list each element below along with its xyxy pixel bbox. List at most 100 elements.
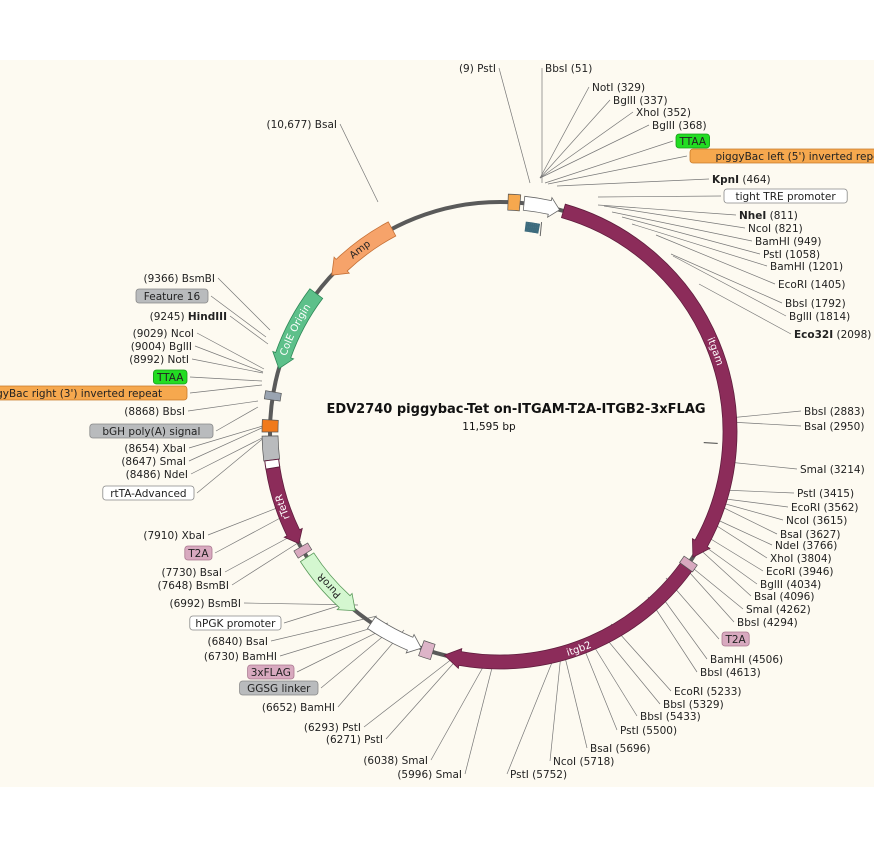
leader-line (190, 435, 267, 475)
rtetr-arrow (265, 466, 303, 545)
label-xho352: XhoI (352) (636, 107, 691, 119)
label-nco9029: (9029) NcoI (133, 328, 194, 340)
tre-operator-bar (532, 222, 537, 233)
leader-line (188, 424, 267, 449)
feature-label-box (102, 485, 195, 501)
tre-operator-bar (528, 222, 533, 233)
rtta-marker (264, 458, 281, 470)
feature-label-box (723, 188, 848, 204)
label-ttaa1: TTAA (675, 133, 710, 149)
leader-line (214, 515, 285, 554)
feature-label-text: GGSG linker (247, 683, 311, 695)
site-label: Eco32I (2098) (794, 329, 871, 341)
label-not8992: (8992) NotI (129, 354, 189, 366)
label-flag: 3xFLAG (247, 664, 295, 680)
site-label: EcoRI (3946) (766, 566, 833, 578)
leader-line (729, 421, 802, 427)
bgh-box (261, 435, 281, 462)
feature-label-box (247, 664, 295, 680)
label-eco1405: EcoRI (1405) (778, 279, 845, 291)
leader-line (693, 543, 752, 597)
tre-operator-bar (534, 223, 539, 234)
label-pbr: piggyBac right (3') inverted repeat (0, 385, 188, 401)
site-label: EcoRI (5233) (674, 686, 741, 698)
leader-line (207, 505, 283, 536)
site-label: PstI (5500) (620, 725, 677, 737)
leader-line (187, 400, 259, 412)
leader-line (339, 123, 379, 203)
label-feat16: Feature 16 (135, 288, 209, 304)
site-label: (6652) BamHI (262, 702, 335, 714)
label-bsa10677: (10,677) BsaI (267, 119, 337, 131)
label-eco2098: Eco32I (2098) (794, 329, 871, 341)
site-label: (8992) NotI (129, 354, 189, 366)
leader-line (549, 653, 562, 762)
label-sma5996: (5996) SmaI (397, 769, 462, 781)
leader-line (563, 652, 588, 749)
site-name: HindIII (188, 311, 227, 323)
label-nco5718: NcoI (5718) (553, 756, 614, 768)
tre-operator-bar (524, 221, 529, 232)
leader-line (599, 630, 661, 705)
feature-label-text: TTAA (156, 372, 184, 384)
label-bbs2883: BbsI (2883) (804, 406, 865, 418)
leader-line (191, 358, 264, 374)
site-label: (9245) HindIII (150, 311, 227, 323)
label-bgl9004: (9004) BglII (131, 341, 192, 353)
leader-line (621, 216, 761, 255)
feature-label-text: T2A (724, 634, 746, 646)
site-label: BglII (337) (613, 95, 668, 107)
label-not329: NotI (329) (592, 82, 645, 94)
leader-line (196, 332, 265, 370)
label-bsa4096: BsaI (4096) (754, 591, 814, 603)
site-label: BsaI (4096) (754, 591, 814, 603)
label-bsa6840: (6840) BsaI (208, 636, 268, 648)
label-pst5500: PstI (5500) (620, 725, 677, 737)
leader-line (544, 140, 674, 184)
site-label: (6840) BsaI (208, 636, 268, 648)
label-bsa3627: BsaI (3627) (780, 529, 840, 541)
site-label: (6293) PstI (304, 722, 361, 734)
leader-line (189, 376, 263, 382)
site-label: (6271) PstI (326, 734, 383, 746)
site-label: SmaI (4262) (746, 604, 811, 616)
leader-line (670, 253, 783, 304)
label-pbl: piggyBac left (5') inverted repeat (689, 148, 874, 164)
label-bam4506: BamHI (4506) (710, 654, 783, 666)
label-sma4262: SmaI (4262) (746, 604, 811, 616)
site-label: NheI (811) (739, 210, 798, 222)
site-label: (6992) BsmBI (170, 598, 241, 610)
feature-label-text: piggyBac left (5') inverted repeat (715, 151, 874, 163)
site-label: (6730) BamHI (204, 651, 277, 663)
label-bbs4613: BbsI (4613) (700, 667, 761, 679)
site-label: (5996) SmaI (397, 769, 462, 781)
label-nco3615: NcoI (3615) (786, 515, 847, 527)
tre-arrow (522, 195, 561, 219)
site-label: (8868) BbsI (124, 406, 185, 418)
label-pst1058: PstI (1058) (763, 249, 820, 261)
ori-arrow (272, 288, 324, 370)
piggybac-right-box (261, 419, 279, 433)
plasmid-size: 11,595 bp (462, 421, 516, 433)
label-bam1201: BamHI (1201) (770, 261, 843, 273)
label-bgl368: BglII (368) (652, 120, 707, 132)
leader-line (672, 255, 787, 317)
label-bam6652: (6652) BamHI (262, 702, 335, 714)
site-label: (9004) BglII (131, 341, 192, 353)
label-bbs51: BbsI (51) (545, 63, 592, 75)
tre-operator-bar (530, 222, 535, 233)
feature-label-box (189, 615, 282, 631)
leader-line (539, 99, 611, 179)
label-sma8647: (8647) SmaI (121, 456, 186, 468)
site-label: EcoRI (3562) (791, 502, 858, 514)
label-bbs5433: BbsI (5433) (640, 711, 701, 723)
leader-line (539, 124, 650, 179)
label-bsa8868: (8868) BbsI (124, 406, 185, 418)
linker-box (418, 640, 436, 661)
leader-line (217, 277, 271, 331)
leader-line (188, 425, 267, 462)
leader-line (385, 655, 461, 740)
amp-arrow (331, 221, 397, 276)
leader-line (189, 384, 263, 394)
